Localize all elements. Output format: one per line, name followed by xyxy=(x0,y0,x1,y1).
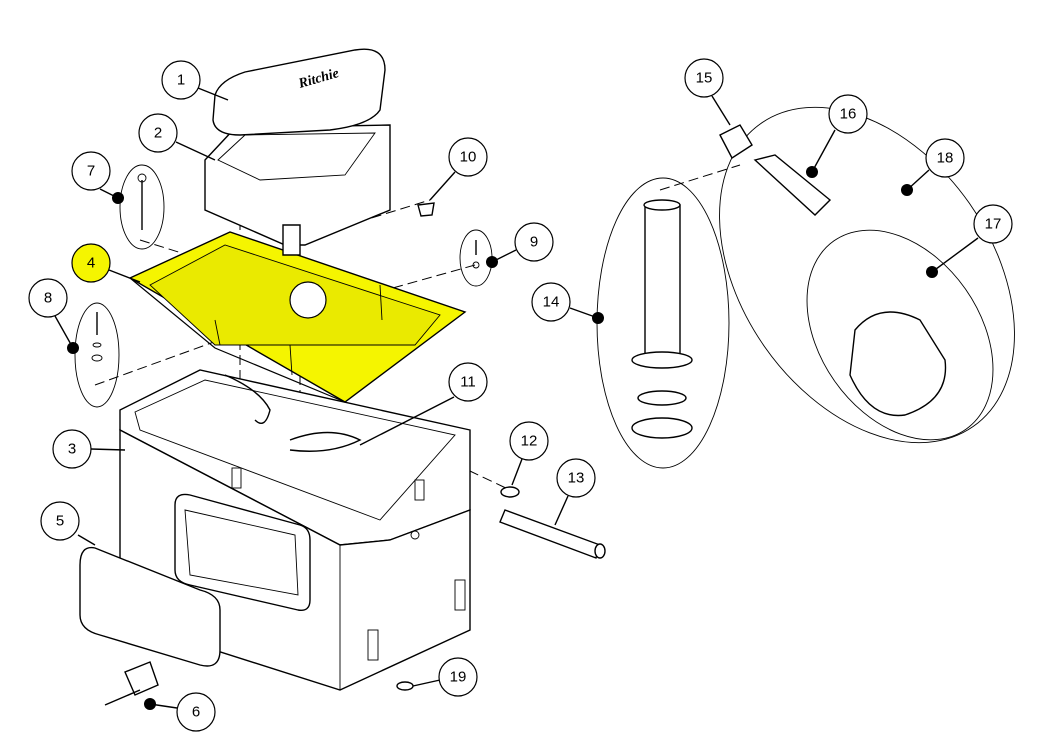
part-valve-group xyxy=(719,106,1015,444)
svg-text:19: 19 xyxy=(450,669,467,686)
callout-3[interactable]: 3 xyxy=(52,429,92,469)
part-standpipe-group xyxy=(596,177,730,469)
svg-text:13: 13 xyxy=(568,470,585,487)
part-bracket-bolt xyxy=(104,661,159,706)
svg-text:15: 15 xyxy=(696,70,713,87)
part-bottom-washer xyxy=(396,681,414,691)
callout-19[interactable]: 19 xyxy=(438,657,478,697)
callout-15[interactable]: 15 xyxy=(684,58,724,98)
svg-text:2: 2 xyxy=(154,125,162,142)
part-hardware-8 xyxy=(74,302,120,408)
svg-text:7: 7 xyxy=(87,163,95,180)
svg-text:11: 11 xyxy=(460,374,476,391)
part-hardware-9 xyxy=(459,229,493,287)
svg-text:14: 14 xyxy=(543,294,560,311)
callout-16[interactable]: 16 xyxy=(828,94,868,134)
callout-14[interactable]: 14 xyxy=(531,282,571,322)
callout-5[interactable]: 5 xyxy=(40,501,80,541)
callout-17[interactable]: 17 xyxy=(973,204,1013,244)
callout-9[interactable]: 9 xyxy=(514,222,554,262)
svg-text:17: 17 xyxy=(985,216,1002,233)
svg-text:5: 5 xyxy=(56,513,64,530)
callout-4-highlighted[interactable]: 4 xyxy=(71,243,111,283)
part-pipe xyxy=(499,509,606,559)
svg-text:18: 18 xyxy=(937,150,954,167)
callout-12[interactable]: 12 xyxy=(509,421,549,461)
svg-text:6: 6 xyxy=(192,704,200,721)
part-trough-highlighted xyxy=(128,231,467,403)
part-access-cover xyxy=(79,546,221,667)
svg-text:12: 12 xyxy=(521,433,538,450)
part-plug xyxy=(417,202,435,217)
svg-text:16: 16 xyxy=(840,106,857,123)
svg-text:9: 9 xyxy=(530,234,538,251)
svg-text:1: 1 xyxy=(177,72,185,89)
svg-text:8: 8 xyxy=(44,290,52,307)
callout-1[interactable]: 1 xyxy=(161,60,201,100)
part-washer xyxy=(500,486,520,498)
callout-11[interactable]: 11 xyxy=(448,362,488,402)
callout-18[interactable]: 18 xyxy=(925,138,965,178)
part-lid: Ritchie xyxy=(212,48,386,136)
callout-10[interactable]: 10 xyxy=(448,137,488,177)
part-hardware-7 xyxy=(119,164,165,250)
svg-text:3: 3 xyxy=(68,441,76,458)
leader-lines xyxy=(54,87,979,710)
svg-text:10: 10 xyxy=(460,149,477,166)
callout-2[interactable]: 2 xyxy=(138,113,178,153)
callout-13[interactable]: 13 xyxy=(556,458,596,498)
callout-8[interactable]: 8 xyxy=(28,278,68,318)
callout-6[interactable]: 6 xyxy=(176,692,216,732)
svg-text:4: 4 xyxy=(87,255,95,272)
callout-7[interactable]: 7 xyxy=(71,151,111,191)
part-heater-cable xyxy=(224,374,362,452)
